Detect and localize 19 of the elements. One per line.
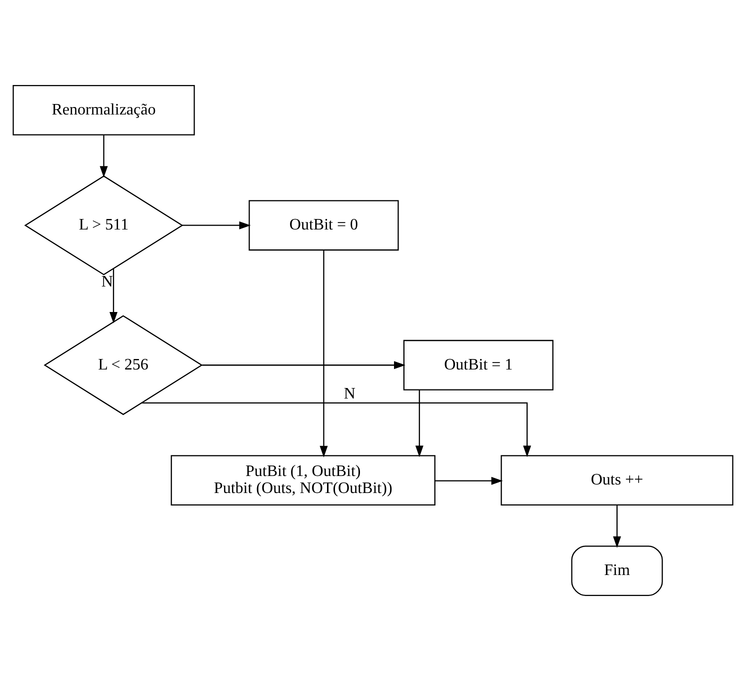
node-box: OutBit = 0 xyxy=(248,200,399,251)
node-box: OutBit = 1 xyxy=(403,340,554,390)
node-box: PutBit (1, OutBit) Putbit (Outs, NOT(OutBit)) xyxy=(170,455,436,506)
node-box: Renormalização xyxy=(12,85,195,136)
arrow xyxy=(202,361,406,370)
node-diamond: L > 511 xyxy=(24,175,184,276)
node-diamond: L < 256 xyxy=(44,315,203,416)
arrow xyxy=(100,135,108,178)
node-box: Fim xyxy=(571,546,663,596)
arrow xyxy=(415,390,424,458)
arrow xyxy=(613,505,622,548)
arrow xyxy=(320,250,328,458)
arrow xyxy=(109,268,118,324)
edge-label: N xyxy=(344,386,356,403)
edge-label: N xyxy=(101,273,113,290)
arrow xyxy=(434,476,503,485)
arrow xyxy=(142,402,532,458)
node-box: Outs ++ xyxy=(500,455,734,506)
arrow xyxy=(182,221,251,230)
